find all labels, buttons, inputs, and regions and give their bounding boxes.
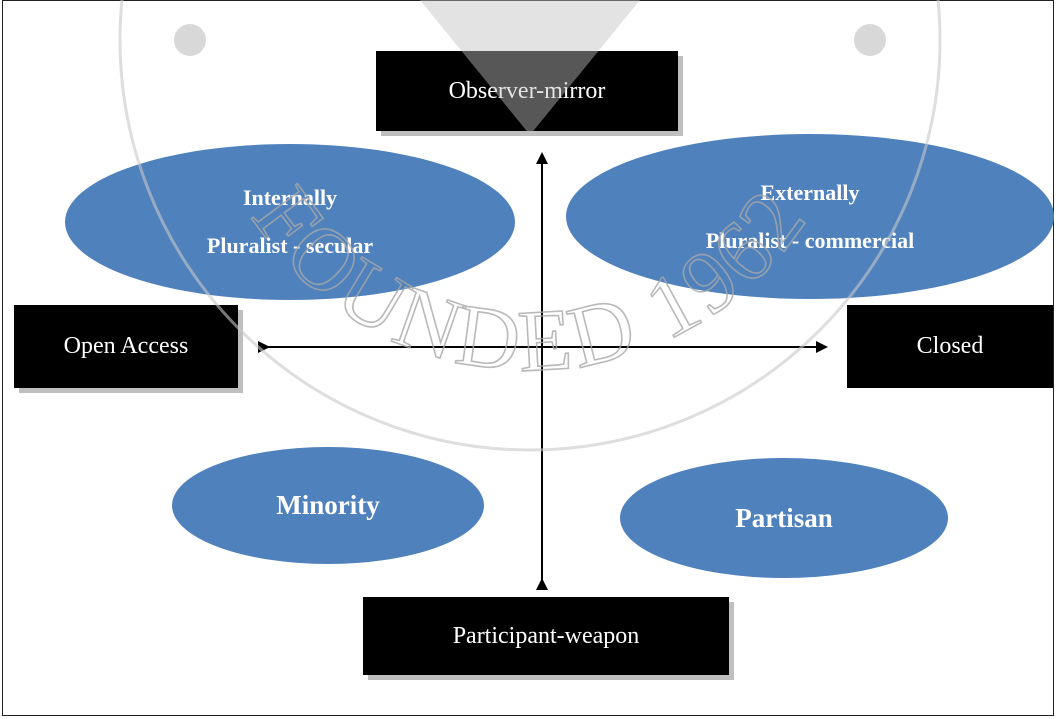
box-observer-mirror-label: Observer-mirror <box>448 77 606 104</box>
ellipse-minority-label: Minority <box>276 490 380 520</box>
box-participant-weapon-label: Participant-weapon <box>452 622 640 649</box>
ellipse-minority: Minority <box>172 447 484 564</box>
box-observer-mirror: Observer-mirror <box>376 51 678 131</box>
ellipse-partisan: Partisan <box>620 458 948 578</box>
box-open-access: Open Access <box>14 305 238 388</box>
ellipse-partisan-label: Partisan <box>735 502 833 533</box>
box-closed-label: Closed <box>916 333 984 359</box>
box-open-access-label: Open Access <box>63 333 189 359</box>
box-participant-weapon: Participant-weapon <box>363 597 729 675</box>
box-closed: Closed <box>847 305 1053 388</box>
